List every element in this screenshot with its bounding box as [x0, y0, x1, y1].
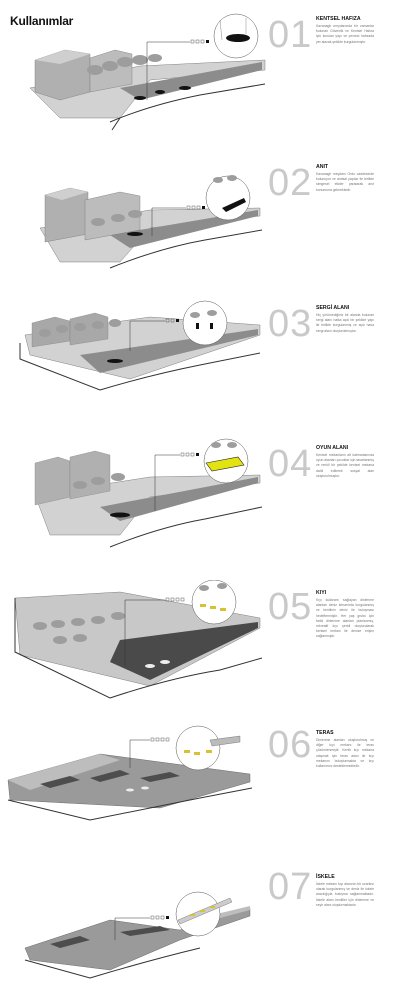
illustration-01	[29, 13, 266, 131]
section-number: 05	[268, 586, 313, 628]
section-04: 04 OYUN ALANI Kentsel mekanların alt kat…	[0, 435, 410, 570]
section-description: Kavanagh meydanı Ordu caddesinde bulunuy…	[316, 172, 374, 192]
section-heading: İSKELE	[316, 874, 335, 880]
section-02: 02 ANIT Kavanagh meydanı Ordu caddesinde…	[0, 150, 410, 290]
section-number: 04	[268, 443, 313, 485]
section-heading: ANIT	[316, 164, 329, 170]
section-06: 06 TERAS Dinlenme alanları oluşturulmuş …	[0, 720, 410, 850]
section-number: 02	[268, 162, 313, 204]
section-05: 05 KIYI Kıyı kullanımı sağlayan dinlenme…	[0, 580, 410, 710]
section-01: 01 KENTSEL HAFIZA Kavanagh meydanında bi…	[0, 0, 410, 140]
section-heading: KIYI	[316, 590, 327, 596]
section-number: 07	[268, 866, 313, 908]
illustration-02	[39, 175, 263, 269]
section-heading: SERGİ ALANI	[316, 305, 350, 311]
section-description: Kıyı kullanımı sağlayan dinlenme alanlar…	[316, 598, 374, 639]
section-heading: KENTSEL HAFIZA	[316, 16, 361, 22]
page-title: Kullanımlar	[10, 14, 74, 28]
section-number: 01	[268, 14, 313, 56]
illustration-07	[24, 891, 251, 979]
illustration-04	[34, 438, 263, 548]
section-03: 03 SERGİ ALANI Hiç yürümediğiniz bir ala…	[0, 295, 410, 425]
illustration-06	[7, 725, 253, 821]
section-description: İskele mekanı kıyı alanının bir uzantısı…	[316, 882, 374, 907]
section-description: Dinlenme alanları oluşturulmuş ve diğer …	[316, 738, 374, 769]
section-description: Hiç yürümediğiniz bir alanda bulunan ser…	[316, 313, 374, 333]
section-07: 07 İSKELE İskele mekanı kıyı alanının bi…	[0, 860, 410, 1000]
illustration-03	[19, 300, 261, 391]
section-heading: OYUN ALANI	[316, 445, 349, 451]
section-heading: TERAS	[316, 730, 334, 736]
section-number: 06	[268, 724, 313, 766]
section-number: 03	[268, 303, 313, 345]
illustration-05	[14, 580, 263, 699]
section-description: Kavanagh meydanında bir zamanlar bulunan…	[316, 24, 374, 44]
section-description: Kentsel mekanların alt katmanlarında oyu…	[316, 453, 374, 478]
